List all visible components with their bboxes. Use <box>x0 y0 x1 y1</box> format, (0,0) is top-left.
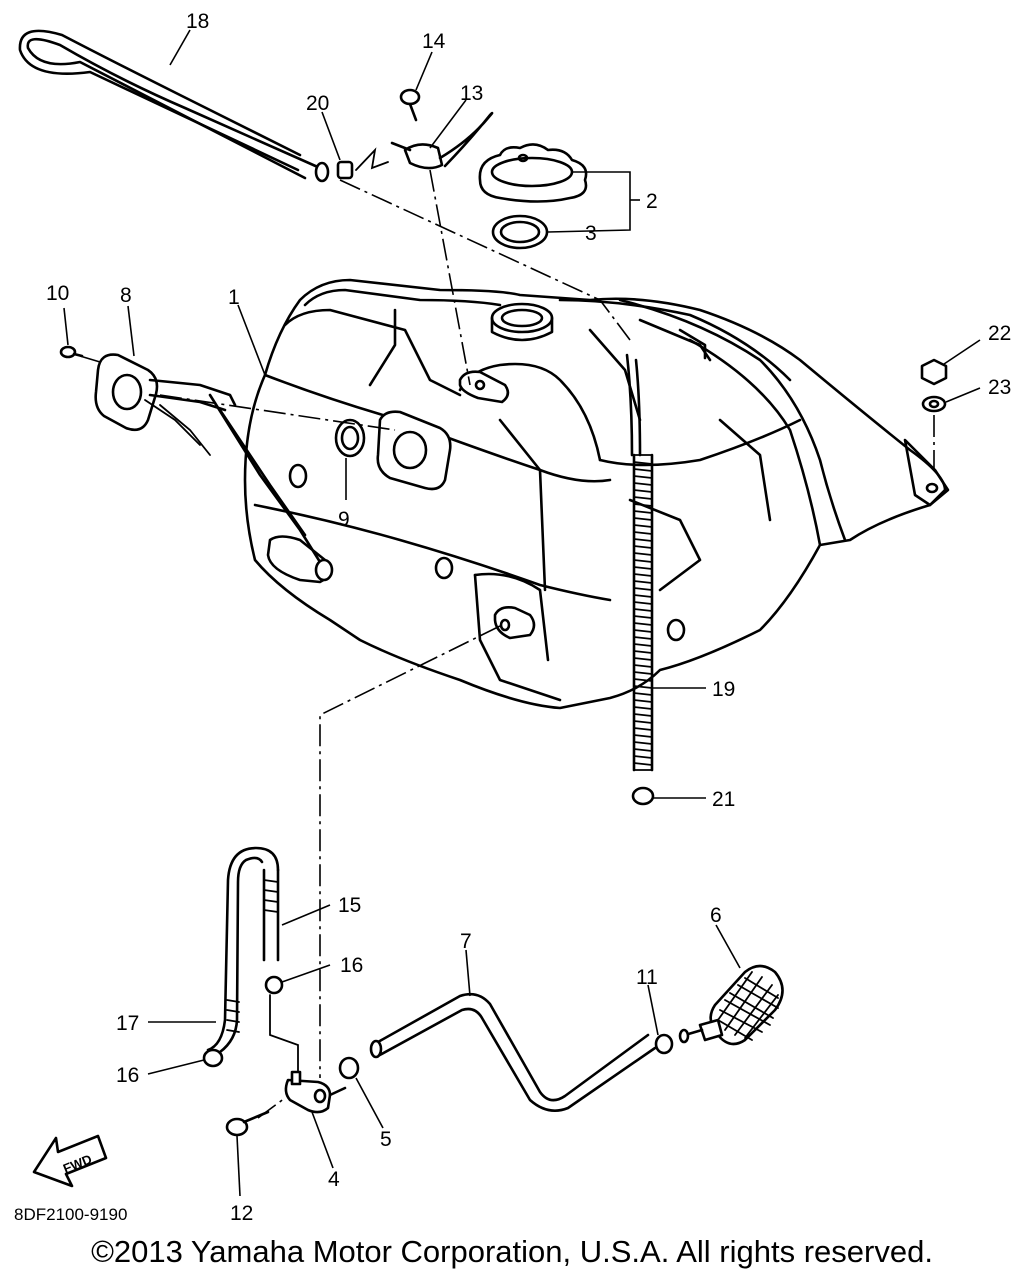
hose-rib <box>633 699 653 703</box>
callout-16-lower: 16 <box>116 1064 139 1087</box>
hose-rib <box>633 524 653 528</box>
hose-rib <box>633 475 653 479</box>
part-15-17-fuel-hoses <box>206 846 280 1054</box>
hose-rib <box>633 692 653 696</box>
fwd-arrow-icon: FWD <box>32 1134 108 1188</box>
callout-5: 5 <box>380 1128 392 1151</box>
callout-6: 6 <box>710 904 722 927</box>
part-14-screw <box>399 88 421 122</box>
hose-rib <box>633 664 653 668</box>
callout-numbers: 18 14 20 13 2 3 10 8 1 22 23 9 19 21 15 … <box>46 10 1011 1225</box>
hose-rib <box>633 573 653 577</box>
hose-rib <box>633 489 653 493</box>
callout-17: 17 <box>116 1012 139 1035</box>
callout-18: 18 <box>186 10 209 33</box>
part-1-fuel-tank <box>243 278 950 710</box>
hose-rib <box>633 587 653 591</box>
hose-rib <box>633 461 653 465</box>
hose-rib <box>633 559 653 563</box>
callout-13: 13 <box>460 82 483 105</box>
hose-rib <box>633 650 653 654</box>
hose-rib <box>633 720 653 724</box>
hose-rib <box>633 741 653 745</box>
part-8-fuel-sender <box>94 353 334 582</box>
callout-23: 23 <box>988 376 1011 399</box>
callout-7: 7 <box>460 930 472 953</box>
hose-rib <box>633 755 653 759</box>
part-9-gasket <box>334 418 366 458</box>
part-6-fuel-filter <box>678 964 784 1046</box>
callout-22: 22 <box>988 322 1011 345</box>
hose-rib <box>633 608 653 612</box>
callout-21: 21 <box>712 788 735 811</box>
callout-12: 12 <box>230 1202 253 1225</box>
leader-lines <box>63 29 981 1197</box>
part-10-screw <box>59 345 84 359</box>
hose-rib <box>633 636 653 640</box>
hose-rib <box>633 762 653 766</box>
callout-10: 10 <box>46 282 69 305</box>
part-16-clamps <box>202 975 284 1068</box>
copyright-notice: ©2013 Yamaha Motor Corporation, U.S.A. A… <box>91 1234 933 1269</box>
callout-4: 4 <box>328 1168 340 1191</box>
hose-rib <box>633 734 653 738</box>
hose-rib <box>633 580 653 584</box>
callout-9: 9 <box>338 508 350 531</box>
hose-rib <box>633 622 653 626</box>
hose-rib <box>633 545 653 549</box>
callout-1: 1 <box>228 286 240 309</box>
hose-rib <box>633 594 653 598</box>
hose-rib <box>633 552 653 556</box>
callout-8: 8 <box>120 284 132 307</box>
hose-rib <box>633 601 653 605</box>
assembly-centre-lines <box>79 169 935 1119</box>
hose-rib <box>633 671 653 675</box>
callout-14: 14 <box>422 30 446 53</box>
part-7-fuel-hose <box>369 992 657 1112</box>
callout-15: 15 <box>338 894 361 917</box>
hose-rib <box>633 510 653 514</box>
part-23-washer <box>921 395 947 413</box>
hose-rib <box>633 643 653 647</box>
hose-rib <box>633 748 653 752</box>
hose-rib <box>633 629 653 633</box>
callout-2: 2 <box>646 190 658 213</box>
part-19-drain-hose <box>625 353 654 772</box>
hose-rib <box>633 706 653 710</box>
hose-rib <box>633 685 653 689</box>
part-11-clamp <box>654 1033 674 1055</box>
callout-20: 20 <box>306 92 329 115</box>
hose-rib <box>633 657 653 661</box>
hose-rib <box>633 531 653 535</box>
drawing-code: 8DF2100-9190 <box>14 1205 127 1224</box>
part-5-coupling <box>338 1056 360 1080</box>
hose-rib <box>633 615 653 619</box>
callout-19: 19 <box>712 678 735 701</box>
hose-rib <box>633 482 653 486</box>
part-3-cap-gasket <box>491 214 549 250</box>
part-22-nut <box>920 358 948 386</box>
part-2-fuel-cap <box>478 143 588 203</box>
callout-3: 3 <box>585 222 597 245</box>
part-21-hose-cap <box>631 786 655 806</box>
hose-rib <box>633 538 653 542</box>
hose-rib <box>633 468 653 472</box>
hose-rib <box>633 517 653 521</box>
hose-rib <box>633 566 653 570</box>
hose-rib <box>633 496 653 500</box>
part-18-breather-hose <box>18 29 330 183</box>
hose-rib <box>633 713 653 717</box>
hose-rib <box>633 727 653 731</box>
hose-rib <box>633 503 653 507</box>
callout-16-upper: 16 <box>340 954 363 977</box>
hose-rib <box>633 678 653 682</box>
callout-11: 11 <box>636 966 658 989</box>
part-4-fuel-cock <box>269 994 347 1114</box>
part-13-breather-joint <box>390 111 494 170</box>
part-20-clamp <box>336 147 389 180</box>
